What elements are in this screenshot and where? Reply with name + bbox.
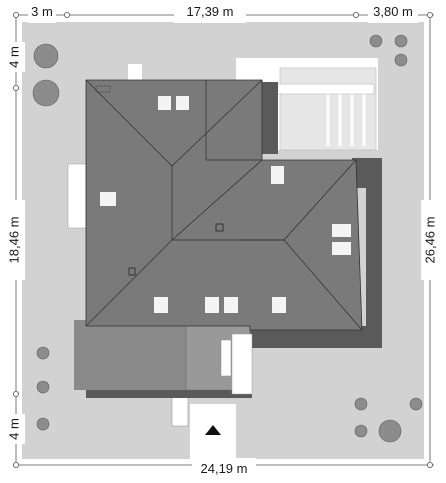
dim-top-middle: 17,39 m	[187, 4, 234, 19]
roof-overhang-left	[95, 85, 111, 93]
skylight-icon	[224, 297, 238, 313]
skylights	[100, 96, 351, 313]
entrance-canopy	[231, 333, 253, 395]
entrance-door	[220, 339, 232, 377]
chimney-icon	[128, 267, 136, 276]
skylight-icon	[332, 242, 351, 255]
skylight-icon	[176, 96, 189, 110]
skylight-icon	[272, 297, 286, 313]
tree-icon	[36, 417, 50, 431]
skylight-icon	[100, 192, 116, 206]
walkway	[171, 395, 189, 427]
terrace-rail	[263, 83, 375, 95]
dimension-labels: 3 m 17,39 m 3,80 m 4 m 18,46 m 4 m 26,46…	[5, 4, 441, 480]
tree-icon	[394, 34, 408, 48]
dim-right: 26,46 m	[422, 217, 437, 264]
dimension-ticks	[12, 11, 433, 468]
tree-icon	[354, 397, 368, 411]
skylight-icon	[205, 297, 219, 313]
dim-top-right: 3,80 m	[373, 4, 413, 19]
skylight-icon	[332, 224, 351, 237]
tree-icon	[394, 53, 408, 67]
trees	[32, 34, 423, 443]
tree-icon	[36, 346, 50, 360]
chimneys	[128, 223, 224, 276]
skylight-icon	[154, 297, 168, 313]
skylight-icon	[271, 166, 284, 184]
tree-icon	[32, 79, 60, 107]
tree-icon	[369, 34, 383, 48]
tree-icon	[354, 424, 368, 438]
dim-left-middle: 18,46 m	[6, 217, 21, 264]
north-arrow-icon	[205, 425, 221, 435]
skylight-icon	[158, 96, 171, 110]
side-wall-left	[67, 163, 87, 229]
dim-bottom: 24,19 m	[201, 461, 248, 476]
dim-left-bottom: 4 m	[6, 418, 21, 440]
chimney-icon	[215, 223, 224, 232]
pergola-beams	[326, 92, 366, 146]
roof-hips	[85, 79, 363, 331]
dim-top-left: 3 m	[31, 4, 53, 19]
tree-icon	[378, 419, 402, 443]
dim-left-top: 4 m	[6, 46, 21, 68]
tree-icon	[36, 380, 50, 394]
tree-icon	[33, 43, 59, 69]
tree-icon	[409, 397, 423, 411]
garage-annex	[128, 64, 142, 80]
